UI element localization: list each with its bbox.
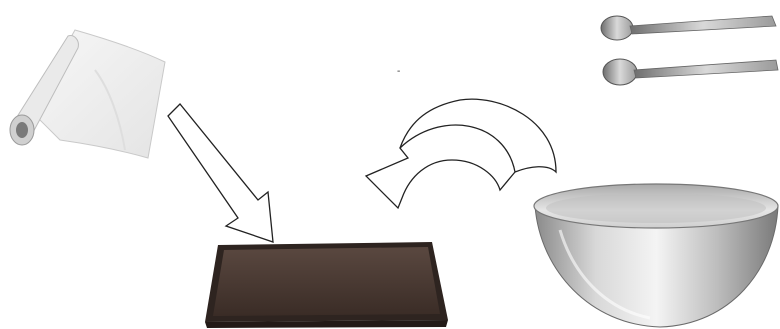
arrow-bowl-to-tray	[366, 99, 556, 208]
measuring-spoons-icon	[601, 16, 778, 85]
baking-tray-icon	[205, 242, 448, 328]
stray-dash-mark: -	[397, 66, 400, 77]
arrow-paper-to-tray	[168, 104, 273, 242]
parchment-paper-roll-icon	[10, 30, 165, 158]
metal-mixing-bowl-icon	[534, 184, 778, 327]
